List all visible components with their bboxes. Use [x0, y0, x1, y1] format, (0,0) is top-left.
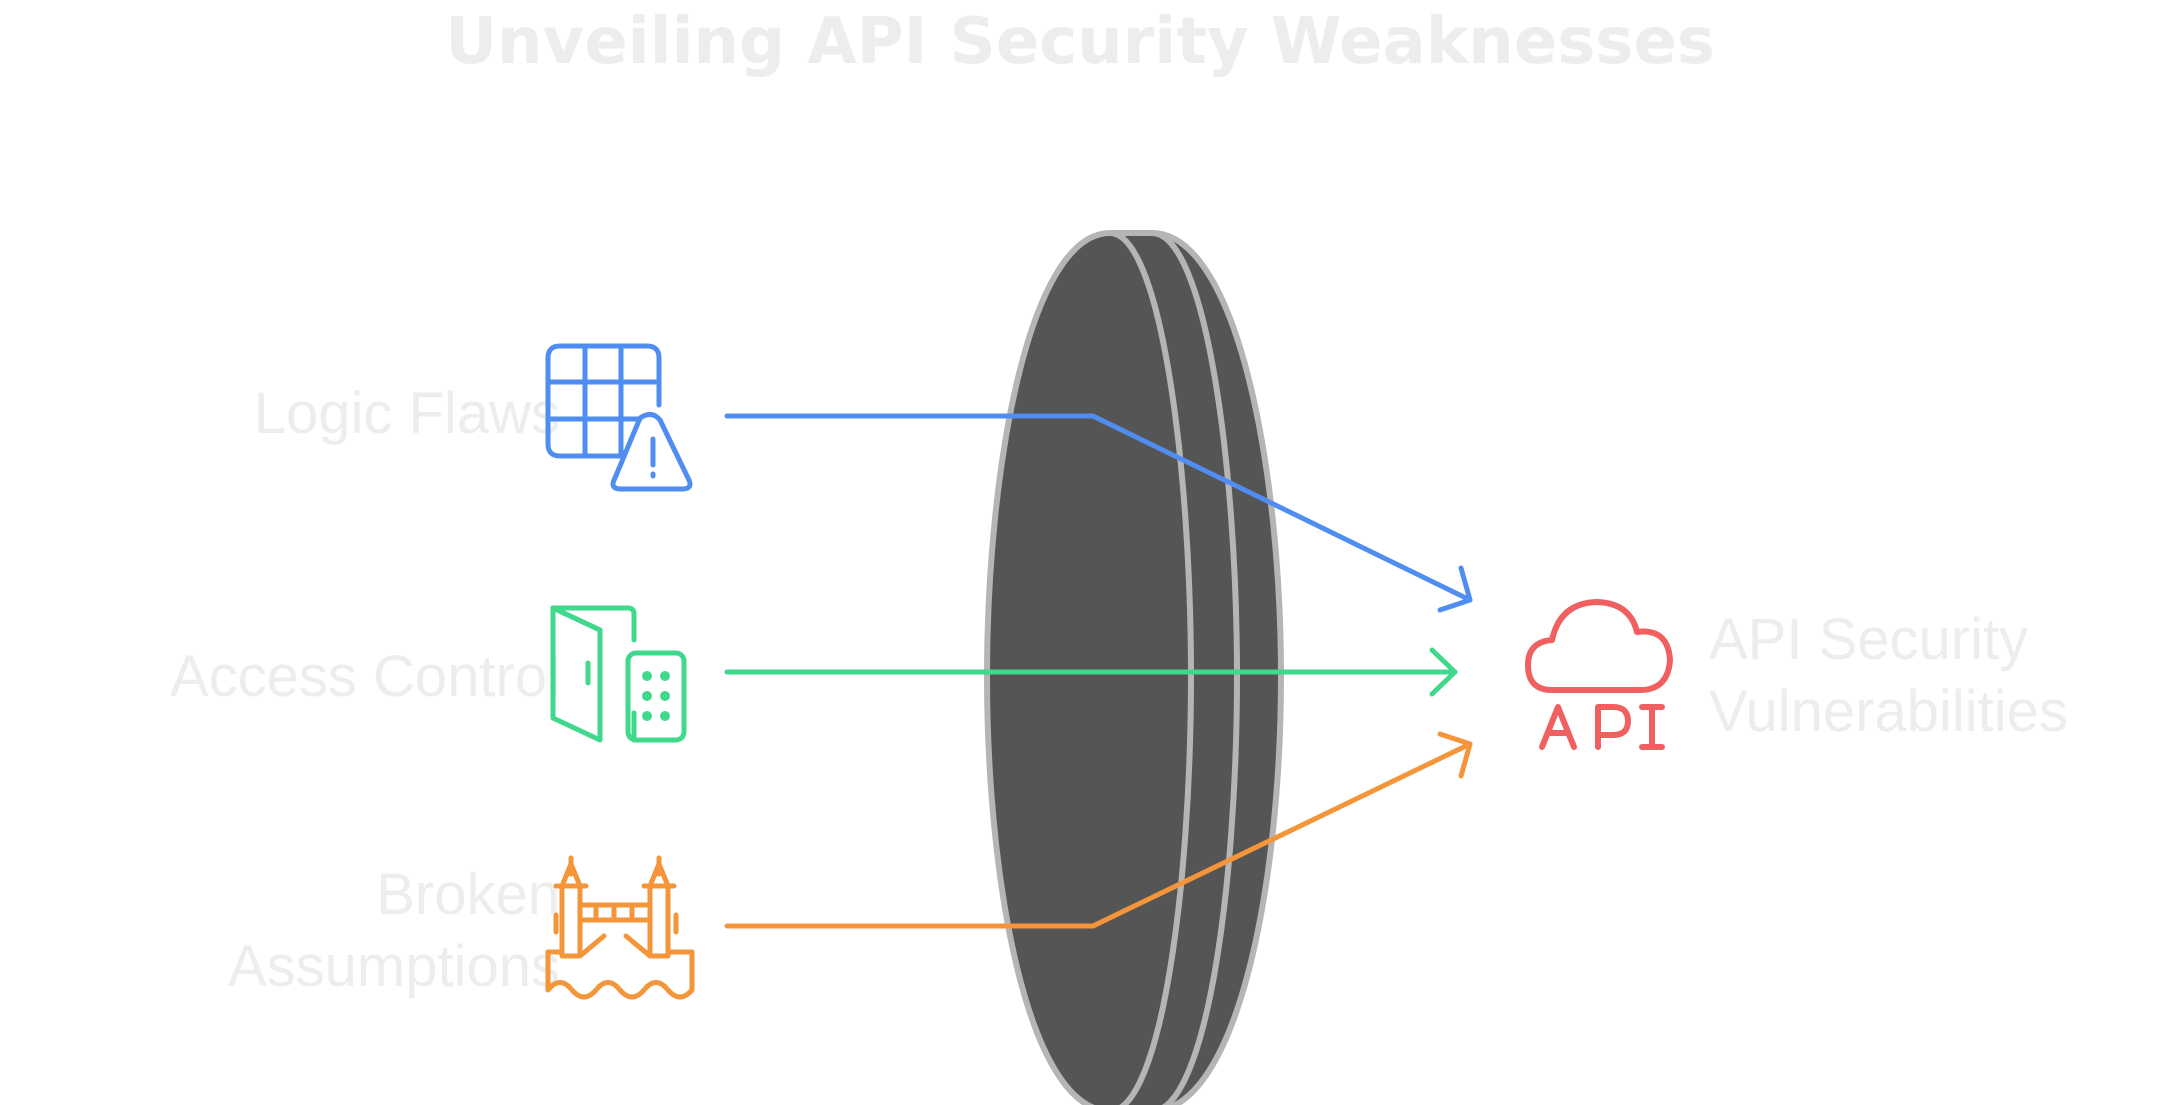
arrow-logic-flaws	[724, 413, 1473, 613]
lens-front	[983, 229, 1195, 1105]
arrow-broken-assumptions	[724, 731, 1473, 929]
arrow-access-control	[724, 647, 1458, 697]
source-label-broken-assumptions: Broken Assumptions	[227, 862, 560, 999]
lens-shape	[983, 229, 1284, 1105]
source-label-logic-flaws: Logic Flaws	[253, 381, 560, 446]
target-label-api-security-vulnerabilities: API Security Vulnerabilities	[1709, 607, 2068, 744]
cloud-api-icon	[1525, 599, 1673, 750]
door-keypad-icon	[550, 605, 687, 743]
source-label-access-control: Access Control	[169, 644, 560, 709]
broken-bridge-icon	[545, 855, 695, 1000]
spreadsheet-warning-icon	[545, 343, 693, 492]
page-title: Unveiling API Security Weaknesses	[445, 5, 1715, 79]
lens-rim-inner	[1151, 230, 1241, 1105]
